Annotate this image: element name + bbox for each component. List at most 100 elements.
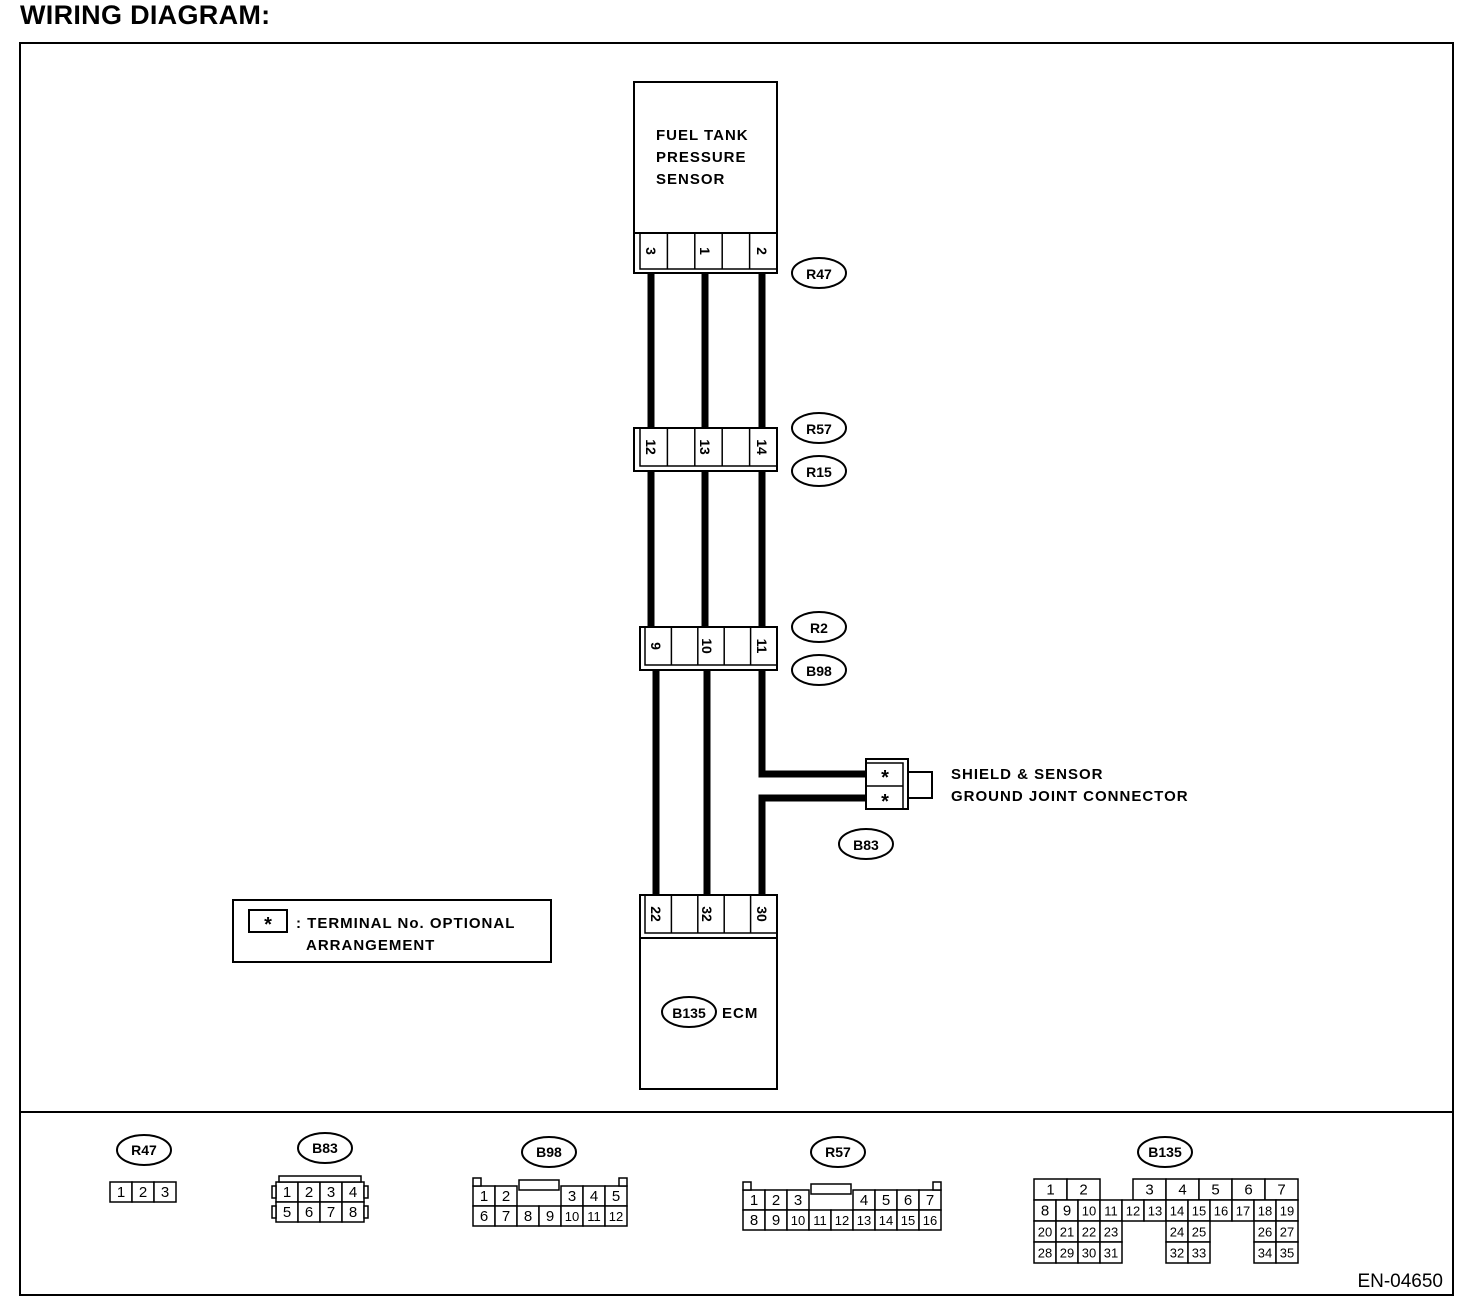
figure-code: EN-04650 bbox=[1357, 1271, 1443, 1292]
face-pin: 1 bbox=[117, 1184, 125, 1201]
legend-line1: : TERMINAL No. OPTIONAL bbox=[296, 915, 515, 932]
connector-pin: 9 bbox=[648, 642, 664, 650]
face-pin: 3 bbox=[327, 1184, 335, 1201]
face-pin: 29 bbox=[1060, 1246, 1074, 1261]
face-pin: 2 bbox=[772, 1192, 780, 1209]
connector-pin: 2 bbox=[754, 247, 770, 255]
face-pin: 15 bbox=[1192, 1204, 1206, 1219]
face-pin: 16 bbox=[923, 1213, 937, 1228]
face-pin: 9 bbox=[772, 1212, 780, 1229]
face-pin: 12 bbox=[835, 1213, 849, 1228]
face-pin: 12 bbox=[609, 1209, 623, 1224]
connector-r2-b98: 9 10 11 R2 B98 bbox=[639, 611, 847, 686]
connector-r2-id: R2 bbox=[810, 620, 828, 636]
face-pin: 22 bbox=[1082, 1225, 1096, 1240]
connector-pin: 11 bbox=[754, 639, 770, 654]
face-id: B135 bbox=[1148, 1144, 1182, 1160]
face-pin: 5 bbox=[882, 1192, 890, 1209]
connector-pin: 10 bbox=[699, 638, 715, 654]
face-pin: 7 bbox=[327, 1204, 335, 1221]
sensor-label-line3: SENSOR bbox=[656, 171, 725, 188]
connector-pin: 12 bbox=[643, 439, 659, 455]
connector-pin: 30 bbox=[754, 906, 770, 922]
face-pin: 10 bbox=[791, 1213, 805, 1228]
diagram-frame bbox=[19, 42, 1454, 1296]
face-pin: 8 bbox=[750, 1212, 758, 1229]
face-pin: 14 bbox=[879, 1213, 893, 1228]
face-pin: 10 bbox=[1082, 1204, 1096, 1219]
face-pin: 1 bbox=[750, 1192, 758, 1209]
face-pin: 26 bbox=[1258, 1225, 1272, 1240]
face-pin: 31 bbox=[1104, 1246, 1118, 1261]
face-pin: 8 bbox=[524, 1208, 532, 1225]
legend-symbol: * bbox=[264, 914, 272, 936]
face-pin: 8 bbox=[1041, 1203, 1049, 1220]
face-pin: 11 bbox=[1104, 1204, 1118, 1219]
face-pin: 17 bbox=[1236, 1204, 1250, 1219]
face-pin: 13 bbox=[1148, 1204, 1162, 1219]
ground-joint-connector: * * SHIELD & SENSOR GROUND JOINT CONNECT… bbox=[838, 758, 1189, 860]
face-pin: 4 bbox=[590, 1188, 598, 1205]
face-pin: 7 bbox=[1277, 1182, 1285, 1199]
wire-joint-to-ecm bbox=[758, 794, 866, 895]
face-pin: 3 bbox=[1145, 1182, 1153, 1199]
face-pin: 5 bbox=[283, 1204, 291, 1221]
face-pin: 3 bbox=[161, 1184, 169, 1201]
face-pin: 6 bbox=[305, 1204, 313, 1221]
face-pin: 14 bbox=[1170, 1204, 1184, 1219]
connector-b98-id: B98 bbox=[806, 663, 832, 679]
face-pin: 23 bbox=[1104, 1225, 1118, 1240]
face-pin: 7 bbox=[502, 1208, 510, 1225]
face-pin: 2 bbox=[502, 1188, 510, 1205]
joint-pin-1: * bbox=[881, 767, 889, 789]
face-pin: 6 bbox=[904, 1192, 912, 1209]
connector-r57-id: R57 bbox=[806, 421, 832, 437]
connector-r2-pins: 9 10 11 bbox=[648, 627, 770, 665]
face-pin: 5 bbox=[612, 1188, 620, 1205]
face-pin: 8 bbox=[349, 1204, 357, 1221]
face-pin: 3 bbox=[568, 1188, 576, 1205]
ecm-module: B135 ECM bbox=[639, 937, 778, 1090]
face-pin: 33 bbox=[1192, 1246, 1206, 1261]
ecm-label: ECM bbox=[722, 1005, 758, 1022]
joint-connector-id: B83 bbox=[853, 837, 879, 853]
face-pin: 6 bbox=[480, 1208, 488, 1225]
face-pin: 7 bbox=[926, 1192, 934, 1209]
face-pin: 5 bbox=[1211, 1182, 1219, 1199]
face-pin: 30 bbox=[1082, 1246, 1096, 1261]
face-pin: 9 bbox=[546, 1208, 554, 1225]
face-pin: 19 bbox=[1280, 1204, 1294, 1219]
connector-r15-id: R15 bbox=[806, 464, 832, 480]
joint-label-line2: GROUND JOINT CONNECTOR bbox=[951, 788, 1189, 805]
connector-pin: 3 bbox=[643, 247, 659, 255]
face-pin: 11 bbox=[587, 1209, 601, 1224]
face-pin: 28 bbox=[1038, 1246, 1052, 1261]
face-pin: 18 bbox=[1258, 1204, 1272, 1219]
legend-box: * : TERMINAL No. OPTIONAL ARRANGEMENT bbox=[232, 899, 552, 963]
face-pin: 12 bbox=[1126, 1204, 1140, 1219]
face-pin: 1 bbox=[480, 1188, 488, 1205]
wire-c-to-joint bbox=[758, 670, 866, 778]
ecm-connector-id: B135 bbox=[672, 1005, 706, 1021]
face-pin: 1 bbox=[1046, 1182, 1054, 1199]
face-pin: 15 bbox=[901, 1213, 915, 1228]
face-pin: 21 bbox=[1060, 1225, 1074, 1240]
face-pin: 32 bbox=[1170, 1246, 1184, 1261]
connector-pin: 14 bbox=[754, 439, 770, 455]
face-pin: 6 bbox=[1244, 1182, 1252, 1199]
face-id: R57 bbox=[825, 1144, 851, 1160]
face-pin: 4 bbox=[860, 1192, 868, 1209]
face-pin: 4 bbox=[1178, 1182, 1186, 1199]
sensor-label-line2: PRESSURE bbox=[656, 149, 747, 166]
